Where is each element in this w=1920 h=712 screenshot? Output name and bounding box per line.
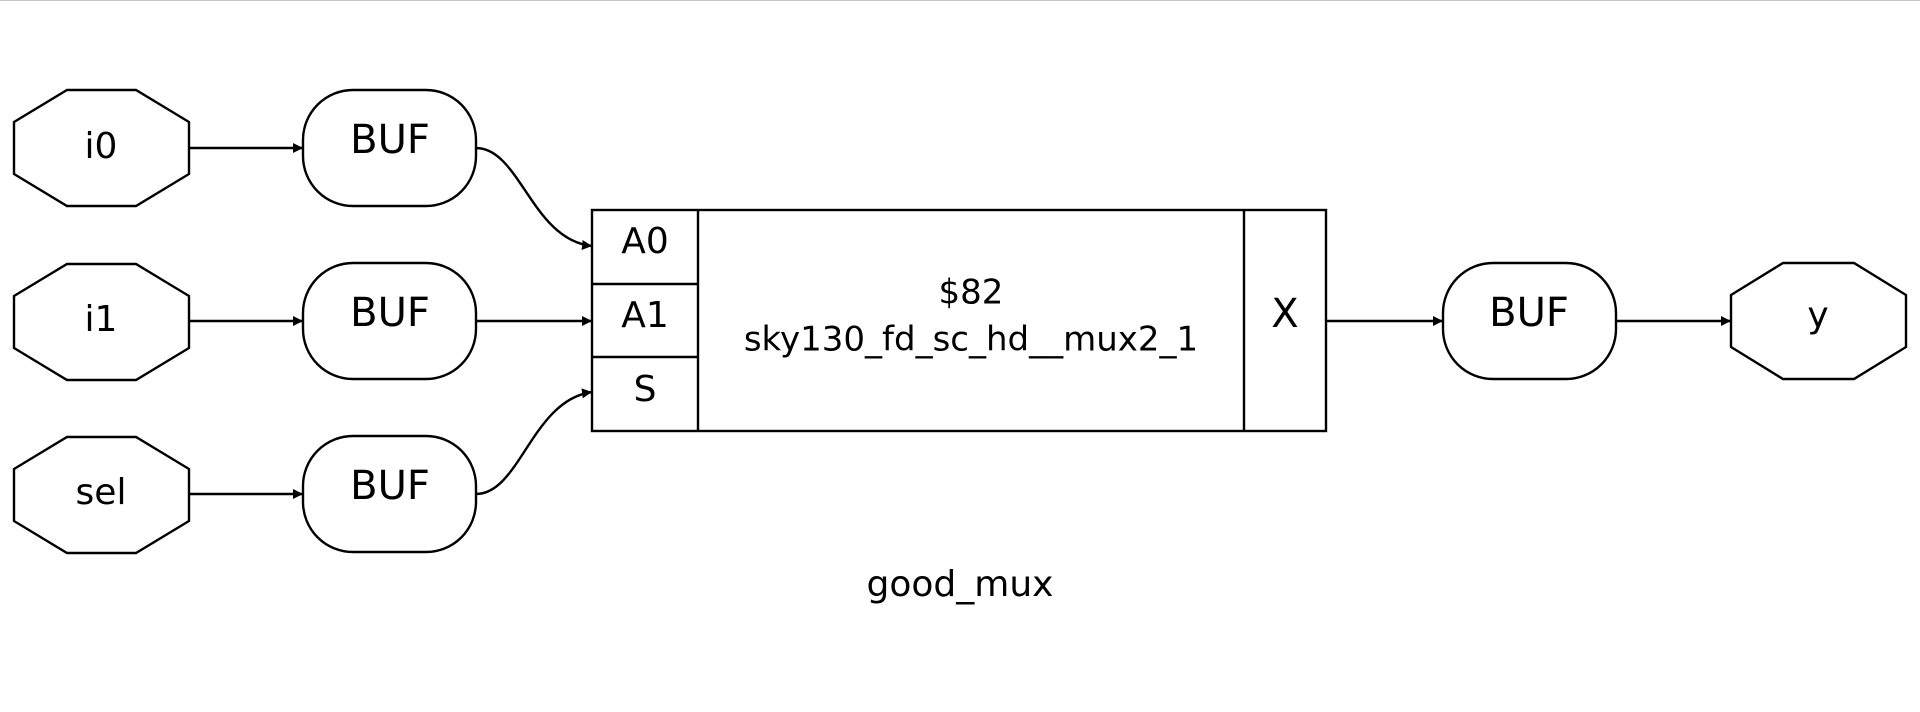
mux-input-a0: A0: [621, 221, 669, 262]
buffer-node-i1: BUF: [301, 261, 478, 381]
graph-caption: good_mux: [867, 564, 1054, 605]
buffer-label: BUF: [350, 463, 430, 509]
mux-output-x: X: [1271, 291, 1298, 337]
output-port-y: y: [1729, 261, 1908, 381]
buffer-label: BUF: [350, 290, 430, 336]
buffer-node-out: BUF: [1441, 261, 1618, 381]
input-port-label: i1: [85, 299, 118, 340]
input-port-label: i0: [85, 126, 118, 167]
cell-type: sky130_fd_sc_hd__mux2_1: [744, 320, 1198, 360]
input-port-i1: i1: [12, 262, 191, 382]
output-port-label: y: [1807, 295, 1828, 336]
mux-input-a1: A1: [621, 295, 669, 336]
input-port-label: sel: [76, 472, 127, 513]
input-port-sel: sel: [12, 435, 191, 555]
top-border: [0, 0, 1920, 1]
buffer-node-sel: BUF: [301, 434, 478, 554]
mux-cell: A0 A1 S $82 sky130_fd_sc_hd__mux2_1 X: [590, 208, 1328, 433]
input-port-i0: i0: [12, 88, 191, 208]
buffer-node-i0: BUF: [301, 88, 478, 208]
mux-input-s: S: [634, 369, 657, 410]
edge-buf-to-a0: [475, 146, 593, 250]
edge-buf-to-s: [475, 388, 593, 496]
buffer-label: BUF: [350, 117, 430, 163]
buffer-label: BUF: [1489, 290, 1569, 336]
cell-id: $82: [939, 273, 1004, 313]
